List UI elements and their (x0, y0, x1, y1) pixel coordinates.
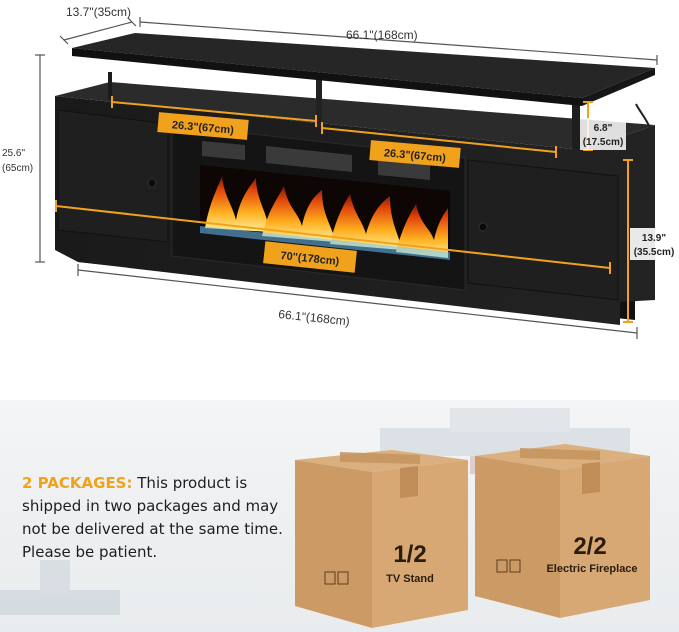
left-riser (108, 72, 112, 100)
product-diagram-area: 13.7"(35cm) 66.1"(168cm) 25.6" (65cm) 66… (2, 5, 678, 339)
notice-text: This product is shipped in two packages … (22, 474, 283, 561)
label-height-in: 25.6" (2, 148, 25, 159)
badge-shelf-right: 26.3"(67cm) (369, 140, 461, 168)
svg-text:13.9": 13.9" (642, 233, 666, 244)
left-vent (202, 141, 245, 160)
label-top-depth: 13.7"(35cm) (66, 5, 131, 19)
shipping-notice: 2 PACKAGES: This product is shipped in t… (22, 472, 292, 564)
left-door (57, 109, 169, 243)
package-box-1 (295, 450, 468, 628)
flames (200, 176, 450, 260)
svg-text:(35.5cm): (35.5cm) (634, 247, 675, 258)
right-riser (572, 100, 580, 150)
package-2-label: Electric Fireplace (546, 563, 637, 575)
badge-fireplace-width: 70"(178cm) (263, 241, 357, 273)
badge-shelf-left: 26.3"(67cm) (157, 112, 249, 140)
badge-riser-height: 6.8" (17.5cm) (580, 118, 626, 150)
package-1-label: TV Stand (386, 573, 434, 585)
dimension-lines (35, 17, 658, 339)
packaging-info-area: 1/2 TV Stand 2/2 Electric Fireplace (0, 400, 679, 632)
label-bottom-width: 66.1"(168cm) (278, 307, 351, 328)
label-top-width: 66.1"(168cm) (346, 28, 418, 42)
tv-stand (55, 33, 655, 325)
svg-text:26.3"(67cm): 26.3"(67cm) (383, 147, 446, 164)
tv-stand-diagram: 13.7"(35cm) 66.1"(168cm) 25.6" (65cm) 66… (2, 5, 678, 339)
badge-cabinet-height: 13.9" (35.5cm) (630, 228, 678, 260)
package-2-number: 2/2 (573, 533, 606, 560)
packaging-illustration: 1/2 TV Stand 2/2 Electric Fireplace (0, 408, 650, 628)
package-box-2 (475, 444, 650, 618)
label-height-cm: (65cm) (2, 163, 33, 174)
svg-text:26.3"(67cm): 26.3"(67cm) (171, 119, 234, 136)
accent-dimension-lines (55, 96, 633, 323)
package-1-number: 1/2 (393, 541, 426, 568)
cabinet-top (55, 82, 655, 150)
top-shelf-side (582, 68, 655, 106)
power-cord (635, 103, 651, 129)
svg-text:(17.5cm): (17.5cm) (583, 137, 624, 148)
right-door-knob (478, 222, 488, 232)
top-shelf-front (72, 48, 582, 106)
middle-riser (316, 78, 322, 128)
notice-heading: 2 PACKAGES: (22, 474, 133, 492)
right-door (467, 159, 619, 301)
svg-text:6.8": 6.8" (594, 123, 613, 134)
left-door-knob (147, 178, 157, 188)
top-shelf (72, 33, 655, 98)
center-vent (266, 146, 352, 172)
